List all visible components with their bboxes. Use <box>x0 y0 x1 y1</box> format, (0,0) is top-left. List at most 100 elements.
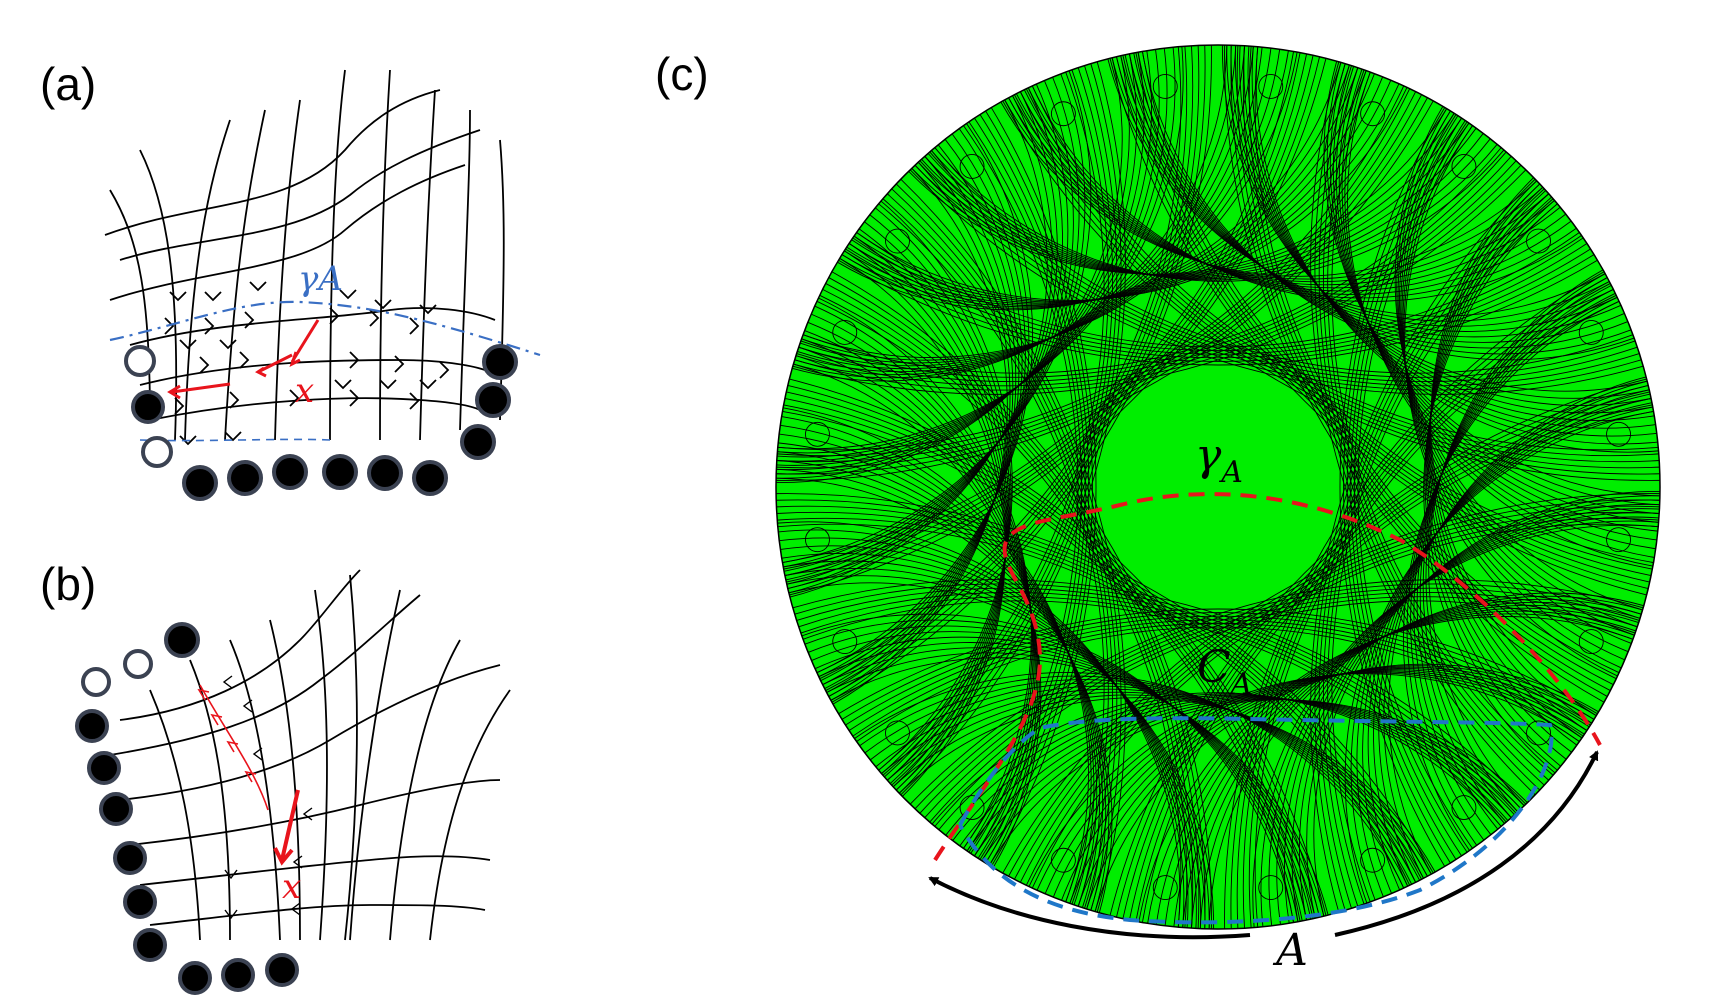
gamma-a-symbol: γ <box>1195 430 1222 481</box>
mesh-line <box>1014 94 1660 469</box>
filled-node <box>123 885 157 919</box>
panel-b-x-label: x <box>282 867 301 907</box>
mesh-line <box>852 623 1584 737</box>
mesh-line <box>1128 53 1652 577</box>
mesh-line <box>794 45 1245 376</box>
mesh-line <box>776 91 1417 463</box>
mesh-line <box>786 575 1210 929</box>
mesh-line <box>787 56 1320 589</box>
mesh-loop <box>1526 228 1551 254</box>
mesh-line <box>841 67 1359 308</box>
mesh-loop <box>805 527 830 553</box>
mesh-line <box>985 110 1093 864</box>
mesh-line <box>1133 53 1629 349</box>
mesh-line <box>886 193 1114 907</box>
mesh-line <box>1008 97 1660 475</box>
mesh-line <box>776 511 1417 883</box>
filled-node <box>164 622 200 658</box>
mesh-line <box>1331 203 1558 903</box>
mesh-line <box>1031 523 1659 889</box>
panel-b-red-path <box>197 684 269 811</box>
panel-b-red-arrow <box>273 789 300 866</box>
mesh-line <box>776 55 1130 479</box>
mesh-line <box>974 698 1522 857</box>
mesh-line <box>1425 273 1606 813</box>
gamma-a-subscript: A <box>1218 455 1243 490</box>
mesh-line <box>845 615 1591 726</box>
mesh-loop <box>1360 847 1386 873</box>
mesh-line <box>1318 188 1545 909</box>
mesh-line <box>1335 66 1658 532</box>
mesh-line <box>786 391 1314 919</box>
mesh-line <box>1155 610 1637 925</box>
mesh-line <box>848 619 1588 731</box>
mesh-line <box>822 45 1194 686</box>
mesh-line <box>828 277 1206 929</box>
mesh-line <box>1025 517 1659 886</box>
panel-b: (b) <box>40 558 511 995</box>
panel-a-gamma-label: γA <box>298 259 343 299</box>
filled-node <box>182 465 218 501</box>
mesh-line <box>1367 393 1651 891</box>
mesh-loop <box>959 154 985 179</box>
tessellation-mesh <box>776 45 1660 929</box>
mesh-line <box>1383 380 1648 879</box>
panel-b-flow-arrows <box>222 675 313 920</box>
mesh-line <box>1111 57 1610 322</box>
mesh-line <box>1402 120 1625 661</box>
mesh-line <box>934 147 1634 374</box>
mesh-loop <box>805 421 830 447</box>
open-node <box>123 649 153 679</box>
c-a-subscript: A <box>1228 667 1253 702</box>
mesh-line <box>1141 51 1654 564</box>
c-a-label: CA <box>1197 642 1252 702</box>
mesh-line <box>780 424 1095 906</box>
mesh-loop <box>832 629 858 655</box>
mesh-line <box>799 49 1281 364</box>
mesh-line <box>1362 397 1652 894</box>
mesh-line <box>856 626 1580 742</box>
panel-b-grid <box>109 569 511 941</box>
mesh-line <box>1343 110 1451 864</box>
mesh-line <box>1254 300 1620 928</box>
mesh-line <box>807 625 1303 921</box>
panel-a-label: (a) <box>40 58 96 110</box>
mesh-line <box>1419 281 1610 824</box>
mesh-line <box>1378 385 1649 883</box>
filled-node <box>272 454 308 490</box>
region-a-label: A <box>1272 925 1308 976</box>
mesh-line <box>826 652 1325 917</box>
mesh-line <box>1254 46 1620 674</box>
filled-node <box>265 953 299 987</box>
mesh-line <box>1322 193 1550 907</box>
mesh-line <box>864 679 1413 885</box>
mesh-line <box>841 254 1595 362</box>
mesh-line <box>1135 404 1653 922</box>
mesh-line <box>911 113 1455 276</box>
mesh-line <box>798 591 1512 819</box>
mesh-line <box>945 694 1509 836</box>
mesh-line <box>1248 294 1617 928</box>
mesh-line <box>1429 183 1588 731</box>
mesh-line <box>1044 671 1585 894</box>
mesh-loop <box>1152 875 1178 900</box>
mesh-loop <box>959 795 985 820</box>
gamma-a-label: γA <box>1195 430 1243 490</box>
mesh-loop <box>885 720 910 746</box>
mesh-line <box>1226 45 1650 399</box>
mesh-line <box>856 87 1408 301</box>
panel-c-label: (c) <box>655 48 709 100</box>
filled-node <box>99 792 133 826</box>
mesh-line <box>844 250 1007 794</box>
open-node <box>124 345 156 377</box>
mesh-line <box>924 591 1638 819</box>
mesh-line <box>1230 277 1608 929</box>
mesh-line <box>777 521 1181 928</box>
mesh-line <box>1224 271 1605 929</box>
mesh-line <box>783 407 1089 903</box>
mesh-line <box>852 237 1584 351</box>
mesh-line <box>974 117 1086 857</box>
mesh-line <box>796 587 1517 814</box>
panel-a-gamma-curve-end <box>139 438 331 442</box>
mesh-line <box>1413 288 1614 835</box>
